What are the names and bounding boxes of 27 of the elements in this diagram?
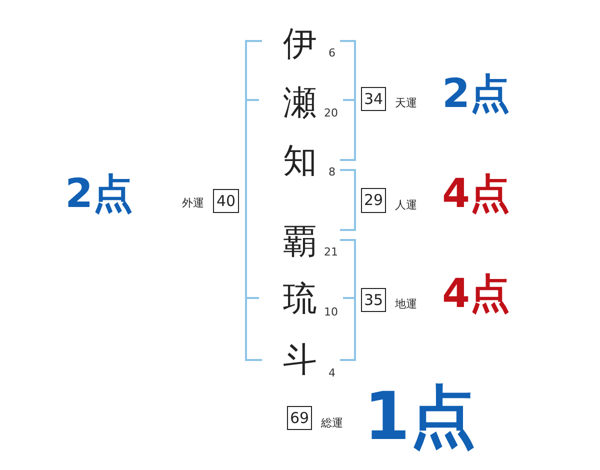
stroke-count: 8 (328, 166, 336, 178)
fortune-label: 地運 (395, 298, 417, 310)
stroke-total-box: 29 (361, 188, 386, 213)
name-character: 瀬 (283, 86, 317, 120)
stroke-count: 21 (324, 246, 338, 258)
score: 4点 (442, 174, 510, 214)
stroke-count: 20 (324, 108, 338, 118)
stroke-total-box: 34 (361, 87, 386, 111)
total-score: 1点 (364, 384, 476, 450)
name-character: 覇 (283, 225, 317, 259)
stroke-total-box: 69 (287, 406, 312, 430)
name-character: 琉 (283, 282, 317, 316)
fortune-label: 天運 (395, 98, 417, 108)
score: 4点 (442, 274, 510, 314)
stroke-count: 10 (324, 306, 338, 318)
stroke-count: 6 (328, 48, 336, 58)
fortune-label: 総運 (321, 418, 343, 428)
fortune-label: 人運 (395, 200, 417, 210)
name-character: 伊 (283, 27, 317, 61)
stroke-total-box: 35 (361, 288, 386, 312)
score: 2点 (65, 174, 133, 214)
score: 2点 (442, 74, 510, 114)
name-character: 斗 (283, 343, 317, 377)
name-character: 知 (283, 144, 317, 178)
fortune-label: 外運 (182, 198, 204, 208)
stroke-count: 4 (328, 368, 336, 378)
stroke-total-box: 40 (213, 189, 239, 213)
